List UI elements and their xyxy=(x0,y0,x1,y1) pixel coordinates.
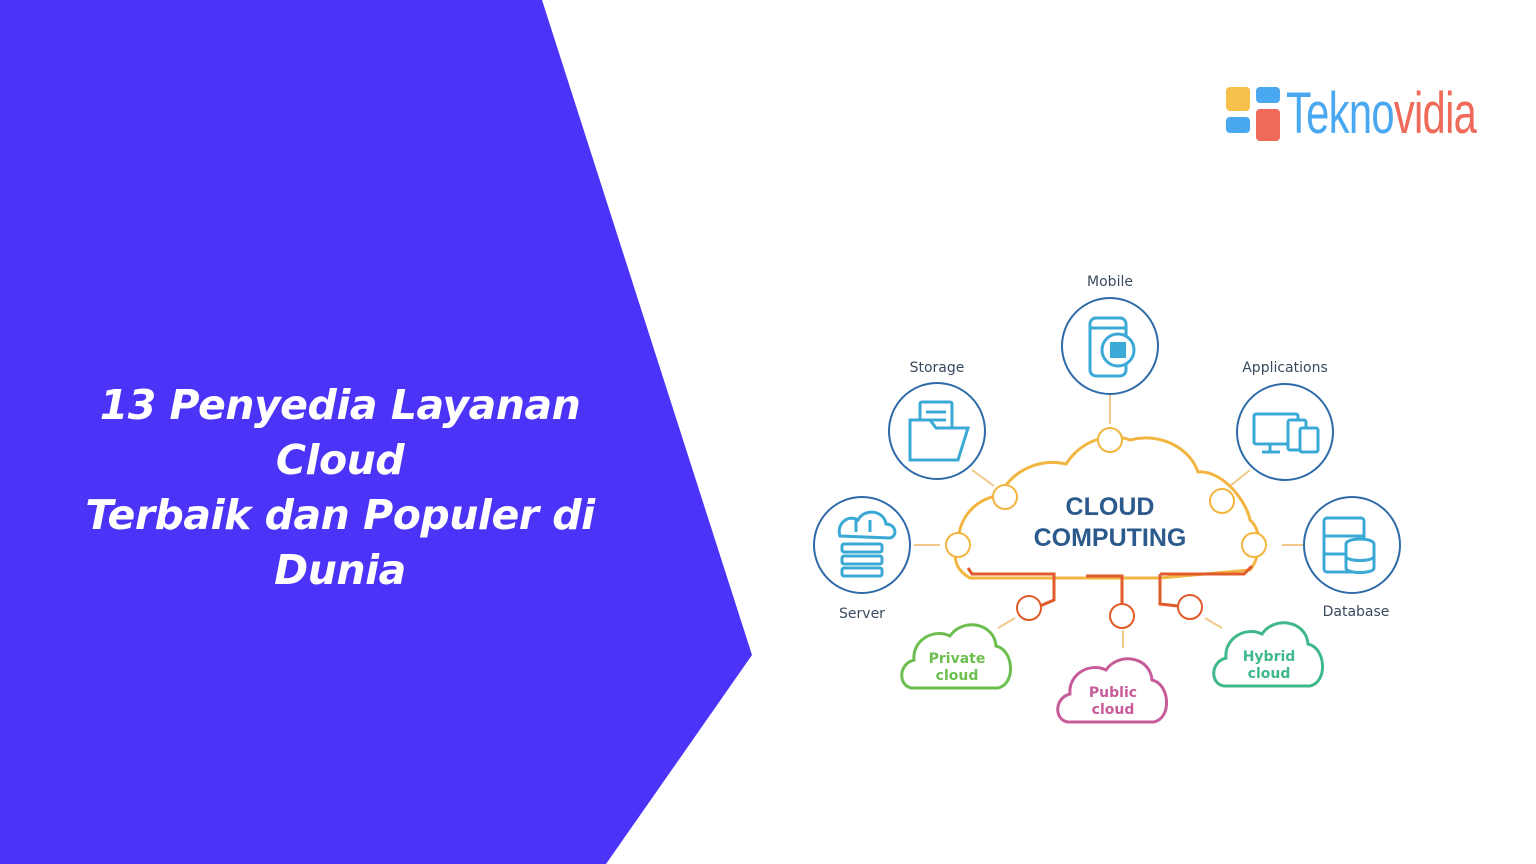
database-node: Database xyxy=(1303,496,1401,620)
title-line-2: Terbaik dan Populer di xyxy=(85,491,595,539)
logo-wordmark: Teknovidia xyxy=(1286,85,1477,143)
junction-circles xyxy=(945,427,1267,558)
node-connectors xyxy=(914,392,1306,648)
devices-icon xyxy=(1252,412,1320,454)
hybrid-cloud-label-1: Hybrid xyxy=(1243,649,1296,665)
server-label: Server xyxy=(839,606,885,622)
applications-label: Applications xyxy=(1242,360,1328,376)
storage-label: Storage xyxy=(910,360,965,376)
server-node: Server xyxy=(813,496,911,622)
title-line-3: Dunia xyxy=(274,546,406,594)
database-icon xyxy=(1322,516,1376,574)
logo-mark-icon xyxy=(1226,85,1284,143)
page-title: 13 Penyedia Layanan Cloud Terbaik dan Po… xyxy=(30,378,650,598)
database-label: Database xyxy=(1323,604,1390,620)
server-icon xyxy=(837,510,897,578)
hybrid-cloud: Hybrid cloud xyxy=(1212,621,1324,688)
blue-slanted-panel xyxy=(0,0,752,864)
center-title-line-1: CLOUD xyxy=(1066,493,1155,521)
title-line-1: 13 Penyedia Layanan Cloud xyxy=(99,381,581,484)
logo-word-vidia: vidia xyxy=(1393,81,1477,146)
logo-word-tekno: Tekno xyxy=(1286,81,1395,146)
folder-icon xyxy=(908,400,971,462)
private-cloud: Private cloud xyxy=(900,623,1012,690)
mobile-icon xyxy=(1088,316,1136,378)
applications-node: Applications xyxy=(1236,360,1334,481)
deployment-junctions xyxy=(1016,594,1203,629)
public-cloud-label-2: cloud xyxy=(1092,702,1135,718)
public-cloud-label-1: Public xyxy=(1089,685,1137,701)
mobile-label: Mobile xyxy=(1087,274,1133,290)
storage-node: Storage xyxy=(888,360,986,480)
private-cloud-label-1: Private xyxy=(929,651,986,667)
center-title-line-2: COMPUTING xyxy=(1034,524,1187,552)
brand-logo[interactable]: Teknovidia xyxy=(1226,84,1536,144)
public-cloud: Public cloud xyxy=(1056,657,1168,724)
mobile-node: Mobile xyxy=(1061,274,1159,395)
private-cloud-label-2: cloud xyxy=(936,668,979,684)
deployment-connectors xyxy=(966,564,1254,608)
hybrid-cloud-label-2: cloud xyxy=(1248,666,1291,682)
